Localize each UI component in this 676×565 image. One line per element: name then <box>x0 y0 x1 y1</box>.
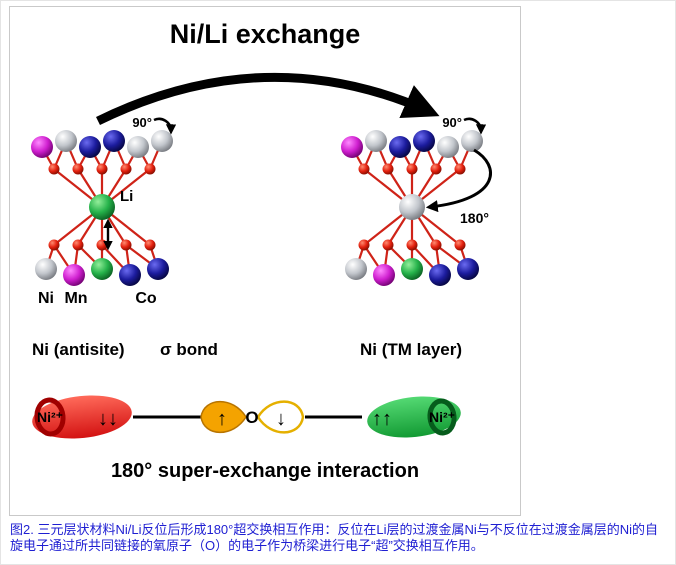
oxygen-label: O <box>245 408 258 427</box>
right-spin-arrows-icon: ↑↑ <box>372 408 392 430</box>
figure-title: Ni/Li exchange <box>170 19 361 49</box>
figure-canvas: Ni/Li exchange 90° Li Ni Mn Co 90° <box>29 19 492 482</box>
li-atom <box>89 194 115 220</box>
li-label: Li <box>120 188 133 205</box>
right-90deg-arc-icon <box>463 117 487 135</box>
exchange-arrow <box>96 72 440 126</box>
sigma-bond-label: σ bond <box>160 340 218 359</box>
ni-tm-disc <box>367 396 461 438</box>
tm-layer-label: Ni (TM layer) <box>360 340 462 359</box>
exchange-angle-label: 180° <box>460 210 489 226</box>
left-ion-label: Ni²⁺ <box>37 409 63 425</box>
super-exchange-caption: 180° super-exchange interaction <box>111 460 419 482</box>
oxygen-lobe-filled-icon <box>200 401 247 433</box>
180deg-arc-icon <box>425 148 492 213</box>
figure-caption: 图2. 三元层状材料Ni/Li反位后形成180°超交换相互作用：反位在Li层的过… <box>10 522 659 553</box>
antisite-label: Ni (antisite) <box>32 340 125 359</box>
oxygen-lobe-empty-icon <box>256 400 305 434</box>
ni-antisite-atom <box>399 194 425 220</box>
right-ion-label: Ni²⁺ <box>429 409 455 425</box>
left-structure: 90° Li Ni Mn Co <box>29 115 177 307</box>
right-angle-label: 90° <box>442 115 462 130</box>
oxygen-spin-down-icon: ↓ <box>276 408 286 430</box>
left-spin-arrows-icon: ↓↓ <box>98 408 118 430</box>
super-exchange-diagram: Ni²⁺ ↓↓ ↑ O ↓ ↑↑ Ni²⁺ <box>32 395 461 439</box>
left-angle-label: 90° <box>132 115 152 130</box>
ni-atom-label: Ni <box>38 290 54 307</box>
mn-atom-label: Mn <box>64 290 87 307</box>
ni-tm-ring-icon <box>427 398 457 436</box>
co-atom-label: Co <box>135 290 157 307</box>
left-90deg-arc-icon <box>153 117 177 135</box>
ni-antisite-ring-icon <box>34 397 66 437</box>
figure: Ni/Li exchange 90° Li Ni Mn Co 90° <box>9 6 521 516</box>
right-structure: 90° 180° <box>339 115 492 288</box>
oxygen-spin-up-icon: ↑ <box>217 408 227 430</box>
